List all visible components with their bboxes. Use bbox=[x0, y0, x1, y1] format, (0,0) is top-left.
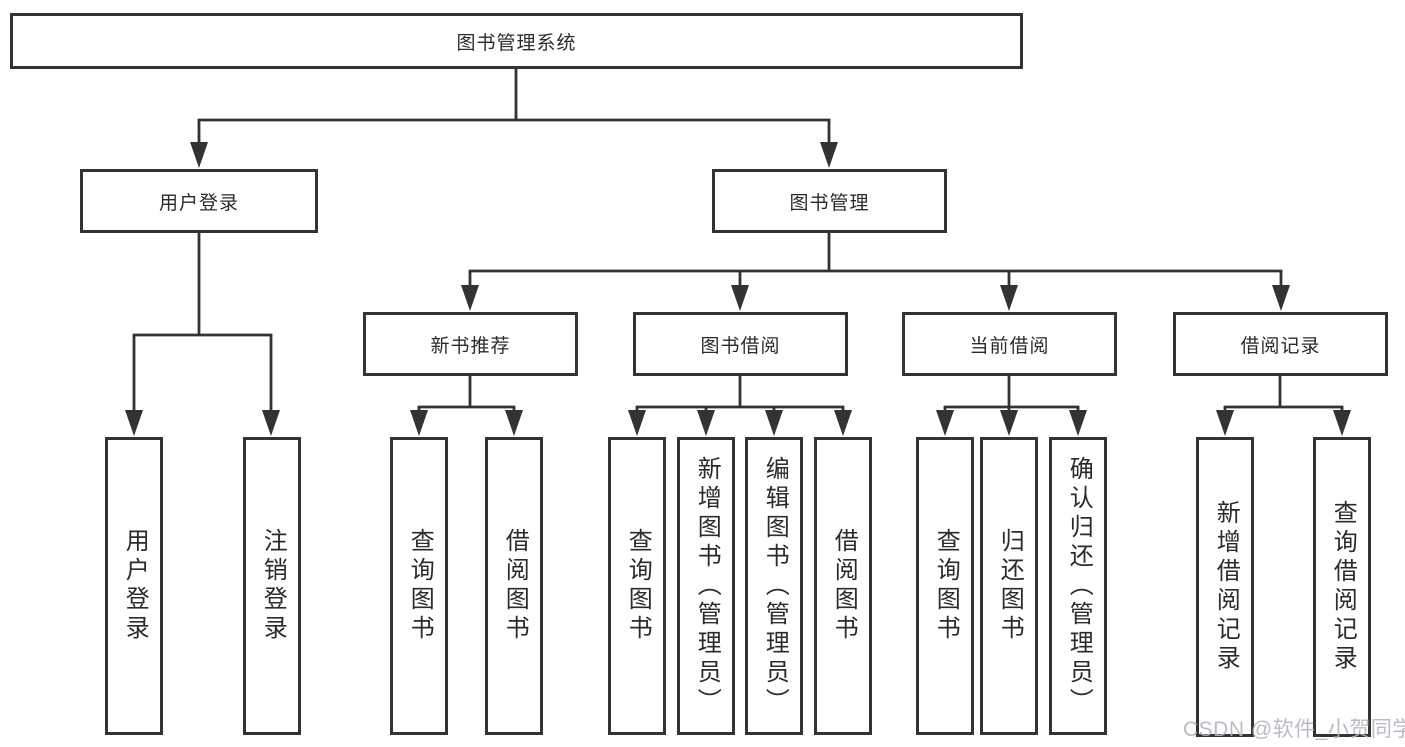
leaf-logout: 注销登录 bbox=[243, 437, 301, 735]
leaf-query-books-recommend-label: 查询图书 bbox=[406, 528, 434, 644]
leaf-add-book-admin-label: 新增图书（管理员） bbox=[693, 455, 721, 717]
leaf-add-borrow-record-label: 新增借阅记录 bbox=[1212, 500, 1240, 674]
node-user-login: 用户登录 bbox=[80, 169, 318, 233]
leaf-query-books-current: 查询图书 bbox=[916, 437, 974, 735]
node-book-borrowing: 图书借阅 bbox=[633, 312, 848, 376]
leaf-query-books-borrow-label: 查询图书 bbox=[624, 528, 652, 644]
leaf-borrow-books-label: 借阅图书 bbox=[830, 528, 858, 644]
leaf-borrow-books: 借阅图书 bbox=[814, 437, 872, 735]
leaf-edit-book-admin: 编辑图书（管理员） bbox=[745, 437, 803, 735]
leaf-borrow-books-recommend-label: 借阅图书 bbox=[501, 528, 529, 644]
leaf-query-borrow-record-label: 查询借阅记录 bbox=[1329, 500, 1357, 674]
leaf-borrow-books-recommend: 借阅图书 bbox=[485, 437, 543, 735]
leaf-add-borrow-record: 新增借阅记录 bbox=[1196, 437, 1254, 737]
leaf-return-book: 归还图书 bbox=[980, 437, 1038, 735]
node-new-book-recommendation: 新书推荐 bbox=[363, 312, 578, 376]
leaf-add-book-admin: 新增图书（管理员） bbox=[677, 437, 735, 735]
node-current-borrowing: 当前借阅 bbox=[902, 312, 1117, 376]
leaf-edit-book-admin-label: 编辑图书（管理员） bbox=[761, 455, 789, 717]
node-borrowing-records: 借阅记录 bbox=[1173, 312, 1388, 376]
leaf-query-books-recommend: 查询图书 bbox=[390, 437, 448, 735]
leaf-query-books-borrow: 查询图书 bbox=[608, 437, 666, 735]
leaf-confirm-return-admin-label: 确认归还（管理员） bbox=[1065, 455, 1093, 717]
node-library-system: 图书管理系统 bbox=[10, 13, 1023, 69]
leaf-confirm-return-admin: 确认归还（管理员） bbox=[1049, 437, 1107, 735]
leaf-query-borrow-record: 查询借阅记录 bbox=[1313, 437, 1371, 737]
leaf-return-book-label: 归还图书 bbox=[996, 528, 1024, 644]
leaf-user-login: 用户登录 bbox=[105, 437, 163, 735]
node-book-management: 图书管理 bbox=[712, 169, 947, 233]
leaf-user-login-label: 用户登录 bbox=[121, 528, 149, 644]
leaf-logout-label: 注销登录 bbox=[259, 528, 287, 644]
leaf-query-books-current-label: 查询图书 bbox=[932, 528, 960, 644]
csdn-watermark: CSDN @软件_小贺同学 bbox=[1183, 718, 1405, 741]
